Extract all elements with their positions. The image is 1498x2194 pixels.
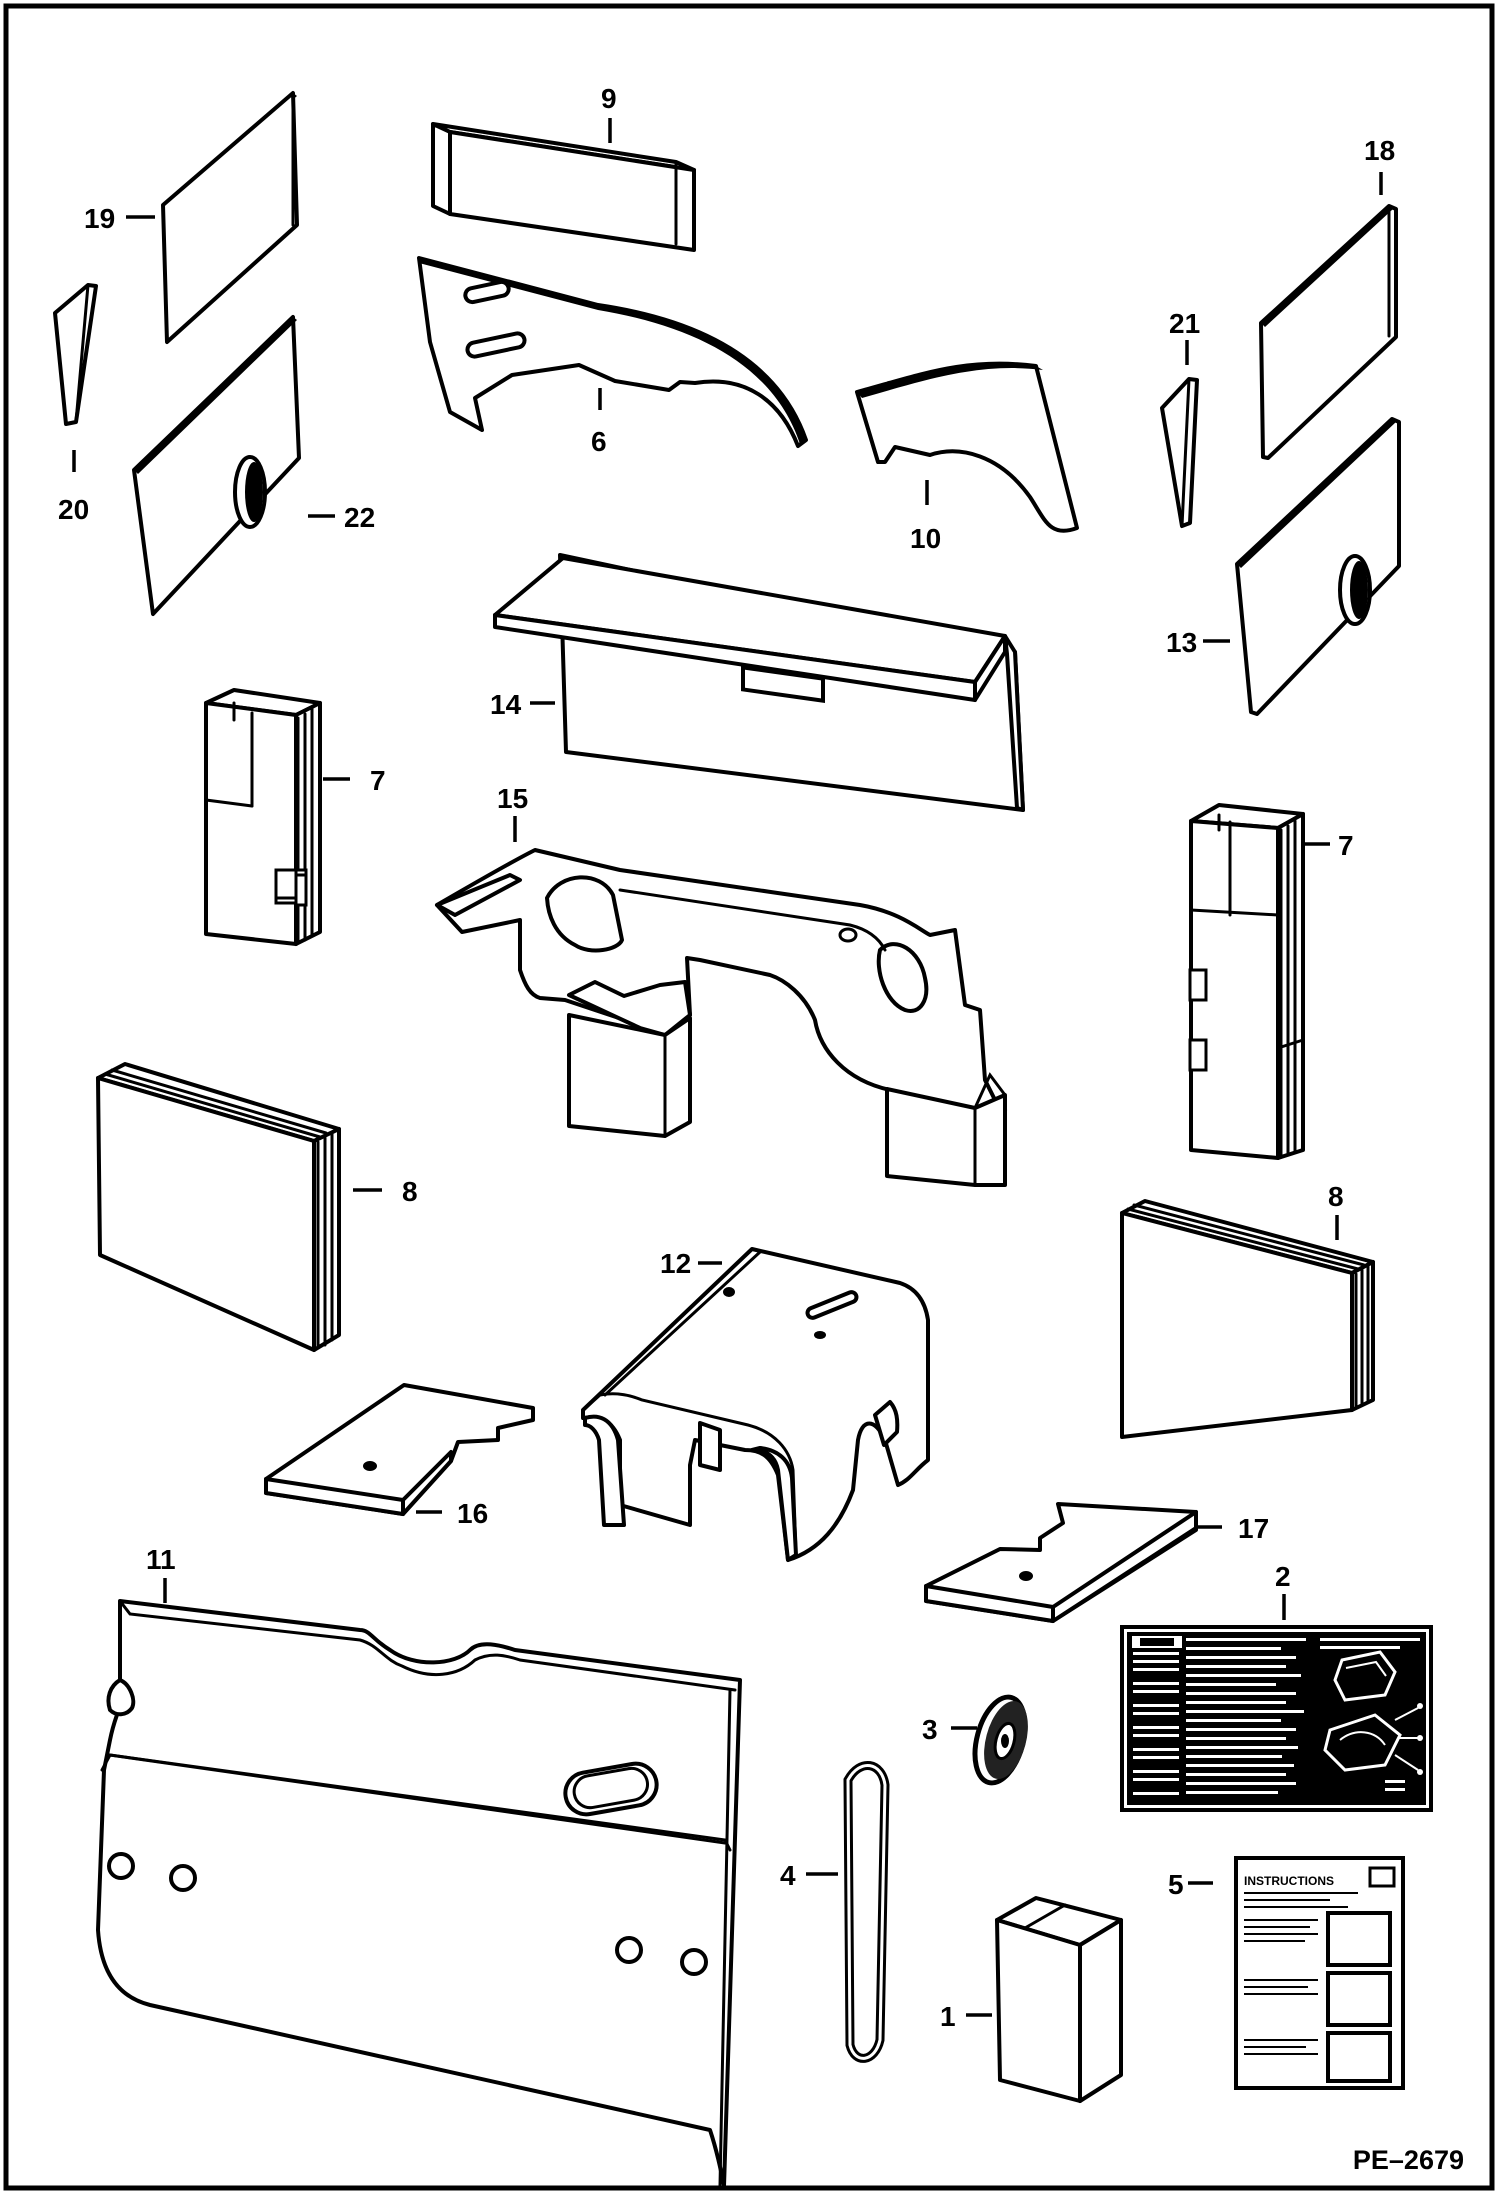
part-14-shelf xyxy=(493,553,1025,812)
part-21-strip xyxy=(1160,377,1199,528)
callout-12: 12 xyxy=(660,1248,691,1279)
callout-8-left: 8 xyxy=(402,1176,418,1207)
callout-18: 18 xyxy=(1364,135,1395,166)
callout-19: 19 xyxy=(84,203,115,234)
callout-17: 17 xyxy=(1238,1513,1269,1544)
part-8-stack-right xyxy=(1120,1199,1375,1439)
callout-1: 1 xyxy=(940,2001,956,2032)
callout-22: 22 xyxy=(344,502,375,533)
callout-14: 14 xyxy=(490,689,522,720)
callout-6: 6 xyxy=(591,426,607,457)
leader-lines xyxy=(72,118,1383,2017)
callout-10: 10 xyxy=(910,523,941,554)
part-18-panel xyxy=(1259,204,1398,460)
part-2-decal xyxy=(1120,1625,1433,1812)
callout-16: 16 xyxy=(457,1498,488,1529)
diagram-border xyxy=(3,3,1495,2191)
callout-15: 15 xyxy=(497,783,528,814)
callout-3: 3 xyxy=(922,1714,938,1745)
part-11-front-panel xyxy=(96,1599,742,2188)
part-8-stack-left xyxy=(96,1062,341,1352)
callout-9: 9 xyxy=(601,83,617,114)
callout-2: 2 xyxy=(1275,1561,1291,1592)
figure-code: PE–2679 xyxy=(1353,2145,1464,2175)
callout-7-right: 7 xyxy=(1338,830,1354,861)
part-6-curved-panel xyxy=(417,256,808,448)
part-15-bracket xyxy=(435,848,1007,1187)
part-9-plank xyxy=(431,122,696,252)
callout-5: 5 xyxy=(1168,1869,1184,1900)
part-7-stack-right xyxy=(1188,803,1305,1160)
part-3-pulley xyxy=(972,1694,1028,1786)
part-5-instruction-card: INSTRUCTIONS xyxy=(1234,1856,1405,2090)
part-16-floor-plate xyxy=(264,1383,535,1516)
instructions-heading: INSTRUCTIONS xyxy=(1244,1874,1334,1888)
callout-20: 20 xyxy=(58,494,89,525)
callout-4: 4 xyxy=(780,1860,796,1891)
callout-7-left: 7 xyxy=(370,765,386,796)
part-7-stack-left xyxy=(204,688,322,946)
callout-labels: 19 20 22 9 6 10 21 18 13 14 7 15 7 8 8 1… xyxy=(58,83,1395,2032)
callout-13: 13 xyxy=(1166,627,1197,658)
part-1-box xyxy=(995,1896,1123,2103)
part-19-panel xyxy=(161,91,299,344)
callout-8-right: 8 xyxy=(1328,1181,1344,1212)
part-22-panel-with-hole xyxy=(132,315,301,616)
part-10-curved-panel xyxy=(855,361,1079,533)
part-17-floor-plate xyxy=(924,1502,1198,1623)
part-4-belt xyxy=(843,1761,890,2063)
part-13-panel-with-hole xyxy=(1235,417,1401,716)
part-12-tunnel-cover xyxy=(581,1247,930,1562)
callout-11: 11 xyxy=(146,1544,176,1575)
part-20-strip xyxy=(53,283,98,426)
callout-21: 21 xyxy=(1169,308,1200,339)
